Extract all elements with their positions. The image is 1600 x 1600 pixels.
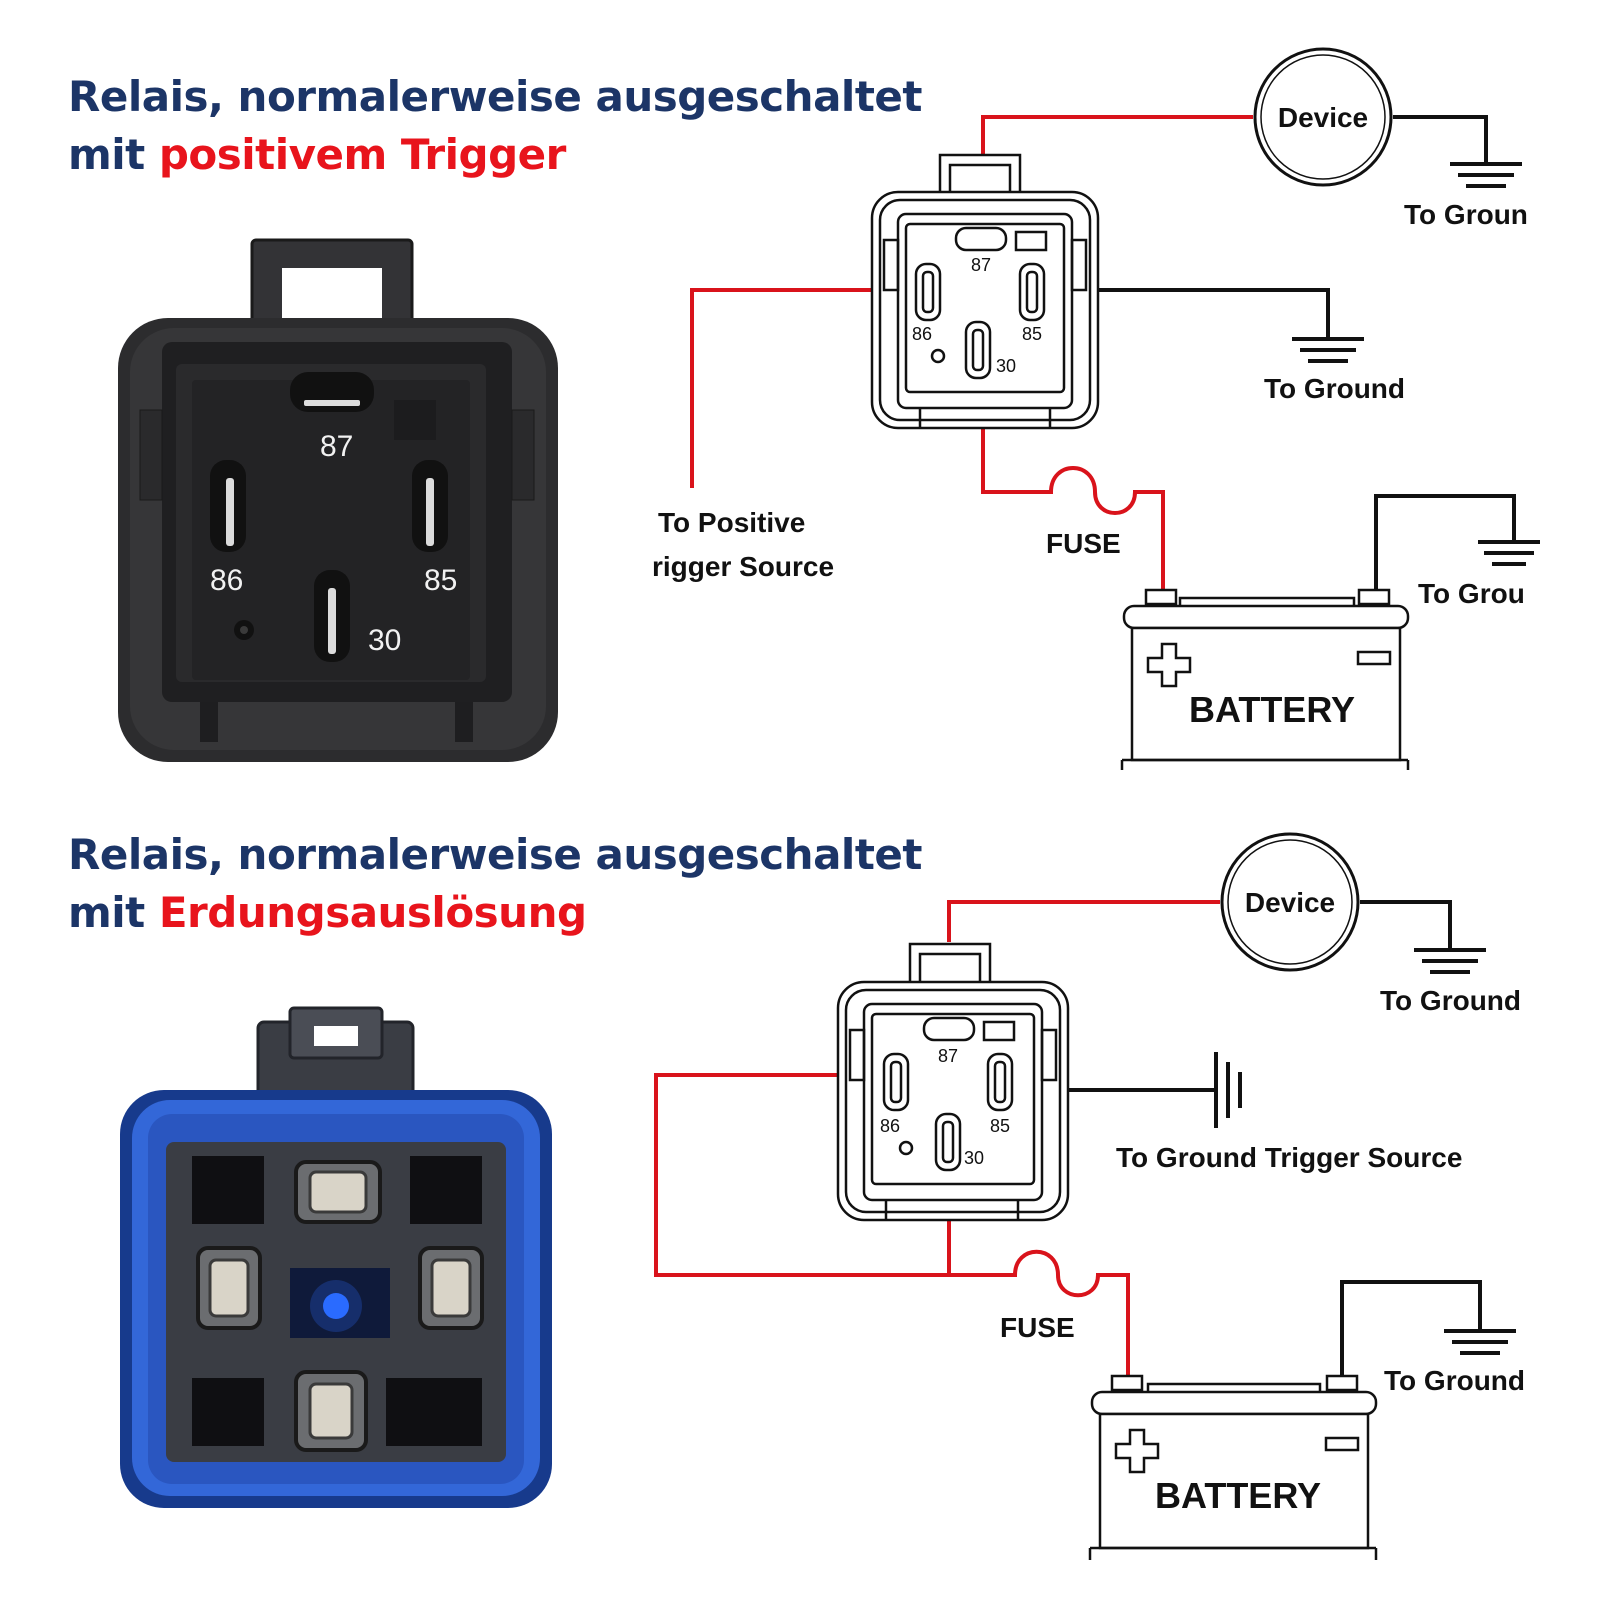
- heading-line-2-prefix: mit: [68, 888, 159, 937]
- relay-ground-label: To Ground: [1264, 373, 1405, 404]
- battery: [1120, 588, 1410, 770]
- relay-pin-86: 86: [912, 324, 932, 344]
- relay-pin-86: 86: [880, 1116, 900, 1136]
- trigger-source-label-line2: rigger Source: [652, 551, 834, 582]
- device-circle: [1220, 832, 1360, 972]
- heading-line-2-accent: positivem Trigger: [158, 130, 567, 179]
- device-ground-label: To Ground: [1380, 985, 1521, 1016]
- battery: [1088, 1374, 1378, 1560]
- ground-symbol: [1414, 948, 1486, 974]
- ground-symbol: [1478, 540, 1540, 566]
- wire-relay-86-to-trigger: [690, 288, 875, 488]
- heading-line-2-accent: Erdungsauslösung: [158, 888, 587, 937]
- battery-label: BATTERY: [1189, 689, 1355, 730]
- trigger-source-label-line1: To Positive: [658, 507, 805, 538]
- wire-relay-87-to-device: [947, 900, 1220, 942]
- battery-ground-label: To Ground: [1384, 1365, 1525, 1396]
- ground-trigger-source-label: To Ground Trigger Source: [1116, 1142, 1462, 1173]
- wire-device-to-ground: [1360, 900, 1452, 949]
- wire-relay-87-to-device: [981, 115, 1253, 166]
- ground-symbol: [1450, 162, 1522, 188]
- photo-pin-87: 87: [320, 430, 353, 463]
- relay-pin-87: 87: [971, 255, 991, 275]
- wire-battery-to-ground: [1340, 1280, 1482, 1380]
- relay-outline: [836, 942, 1070, 1222]
- wire-relay-86-loop-to-30: [654, 1073, 949, 1277]
- relay-photo-blue: [120, 1006, 552, 1508]
- heading-line-2-prefix: mit: [68, 130, 159, 179]
- diagram-section-1: Device 87 86 85 30: [652, 47, 1540, 770]
- heading-line-1: Relais, normalerweise ausgeschaltet: [68, 72, 922, 121]
- ground-trigger-symbol: [1214, 1052, 1242, 1128]
- fuse-label: FUSE: [1000, 1312, 1075, 1343]
- relay-pin-85: 85: [1022, 324, 1042, 344]
- section-1-heading: Relais, normalerweise ausgeschaltet mit …: [68, 68, 922, 184]
- ground-symbol: [1292, 337, 1364, 363]
- ground-symbol: [1444, 1329, 1516, 1355]
- diagram-section-2: Device 87 86 85 30: [654, 832, 1525, 1560]
- relay-photo-black: 87 86 85 30: [118, 238, 558, 762]
- relay-outline: [870, 153, 1100, 430]
- relay-pin-85: 85: [990, 1116, 1010, 1136]
- photo-pin-86: 86: [210, 564, 243, 597]
- device-label: Device: [1245, 887, 1335, 918]
- section-2-heading: Relais, normalerweise ausgeschaltet mit …: [68, 826, 922, 942]
- wire-relay-30-to-fuse-to-battery: [947, 1220, 1130, 1380]
- heading-line-1: Relais, normalerweise ausgeschaltet: [68, 830, 922, 879]
- device-ground-label: To Groun: [1404, 199, 1528, 230]
- device-label: Device: [1278, 102, 1368, 133]
- relay-pin-30: 30: [964, 1148, 984, 1168]
- wire-relay-85-to-ground: [1098, 288, 1330, 338]
- device-circle: [1253, 47, 1393, 187]
- relay-pin-87: 87: [938, 1046, 958, 1066]
- battery-ground-label: To Grou: [1418, 578, 1525, 609]
- photo-pin-30: 30: [368, 624, 401, 657]
- wire-relay-30-to-fuse-to-battery: [981, 427, 1165, 594]
- wire-device-to-ground: [1393, 115, 1488, 163]
- fuse-label: FUSE: [1046, 528, 1121, 559]
- photo-pin-85: 85: [424, 564, 457, 597]
- relay-pin-30: 30: [996, 356, 1016, 376]
- battery-label: BATTERY: [1155, 1475, 1321, 1516]
- wire-battery-to-ground: [1374, 494, 1516, 594]
